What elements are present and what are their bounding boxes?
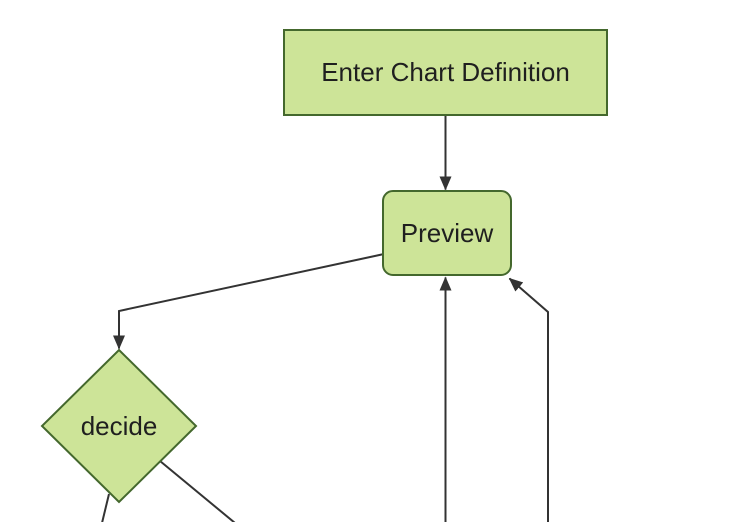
edge-decide-to-offscreen-right	[159, 460, 236, 522]
edge-offscreen-to-preview-corner	[508, 277, 549, 522]
node-preview-shape	[382, 190, 512, 276]
edge-preview-to-decide	[113, 253, 385, 350]
node-decide-shape	[40, 348, 198, 504]
node-enter-shape	[283, 29, 608, 116]
edge-decide-to-offscreen-left	[101, 493, 110, 522]
